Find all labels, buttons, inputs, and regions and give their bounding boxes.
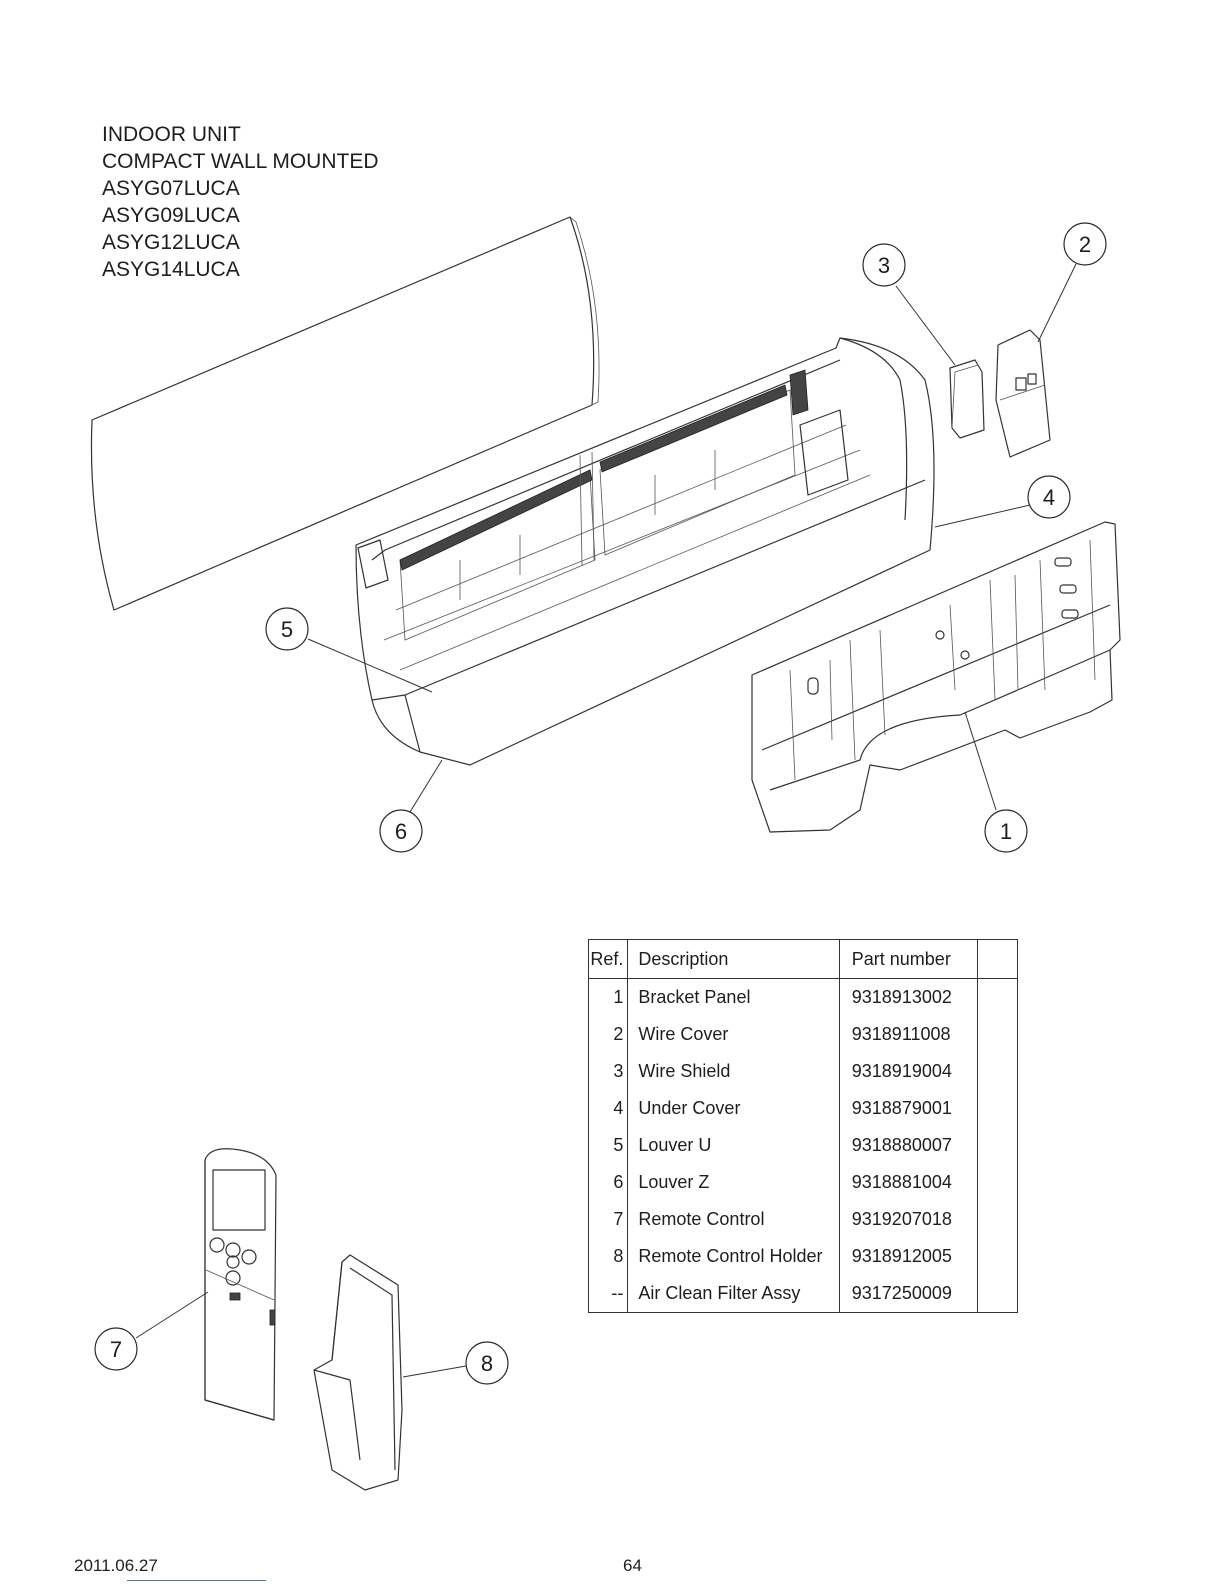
- cell-description: Remote Control Holder: [627, 1238, 840, 1275]
- cell-ref: --: [588, 1275, 629, 1313]
- header-extra: [977, 939, 1018, 979]
- header-description: Description: [627, 939, 840, 979]
- cell-ref: 6: [588, 1164, 629, 1201]
- callout-label: 7: [110, 1337, 122, 1362]
- header-part-number: Part number: [839, 939, 978, 979]
- title-line: ASYG09LUCA: [102, 204, 240, 227]
- cell-extra: [977, 1275, 1017, 1313]
- cell-part-number: 9318913002: [839, 978, 978, 1016]
- callout-label: 6: [395, 819, 407, 844]
- cell-extra: [977, 979, 1017, 1017]
- cell-ref: 7: [588, 1201, 629, 1238]
- cell-part-number: 9317250009: [839, 1275, 978, 1313]
- remote-control-drawing: [204, 1148, 277, 1421]
- leader-lines: [135, 263, 1077, 1378]
- cell-part-number: 9318911008: [839, 1016, 978, 1053]
- cell-description: Louver U: [627, 1127, 840, 1164]
- callout-label: 8: [481, 1351, 493, 1376]
- cell-description: Air Clean Filter Assy: [627, 1275, 840, 1313]
- indoor-unit-drawing: [355, 337, 935, 766]
- cell-description: Remote Control: [627, 1201, 840, 1238]
- cell-part-number: 9318919004: [839, 1053, 978, 1090]
- table-row: 8 Remote Control Holder 9318912005: [588, 1238, 1018, 1275]
- cell-extra: [977, 1127, 1017, 1164]
- table-row: -- Air Clean Filter Assy 9317250009: [588, 1275, 1018, 1313]
- parts-table: Ref. Description Part number 1 Bracket P…: [588, 939, 1018, 1313]
- title-line: COMPACT WALL MOUNTED: [102, 150, 379, 173]
- cell-extra: [977, 1164, 1017, 1201]
- cell-ref: 1: [588, 978, 629, 1016]
- callout-label: 5: [281, 617, 293, 642]
- callout-5: 5: [265, 607, 309, 651]
- table-header-row: Ref. Description Part number: [588, 939, 1018, 979]
- cell-description: Wire Shield: [627, 1053, 840, 1090]
- cell-extra: [977, 1238, 1017, 1275]
- cell-ref: 2: [588, 1016, 629, 1053]
- cell-description: Bracket Panel: [627, 978, 840, 1016]
- table-row: 3 Wire Shield 9318919004: [588, 1053, 1018, 1090]
- title-line: ASYG14LUCA: [102, 258, 240, 281]
- callout-label: 4: [1043, 485, 1055, 510]
- title-line: INDOOR UNIT: [102, 123, 241, 146]
- wire-shield-drawing: [949, 359, 985, 439]
- title-line: ASYG12LUCA: [102, 231, 240, 254]
- cell-extra: [977, 1201, 1017, 1238]
- callout-8: 8: [465, 1341, 509, 1385]
- cell-part-number: 9318912005: [839, 1238, 978, 1275]
- table-row: 7 Remote Control 9319207018: [588, 1201, 1018, 1238]
- page-number: 64: [623, 1556, 642, 1575]
- footer-date: 2011.06.27: [74, 1556, 158, 1575]
- table-row: 2 Wire Cover 9318911008: [588, 1016, 1018, 1053]
- footer-link-underline: [127, 1580, 266, 1581]
- cell-ref: 8: [588, 1238, 629, 1275]
- cell-part-number: 9318881004: [839, 1164, 978, 1201]
- cell-description: Wire Cover: [627, 1016, 840, 1053]
- bracket-panel-drawing: [751, 521, 1121, 833]
- title-line: ASYG07LUCA: [102, 177, 240, 200]
- header-ref: Ref.: [588, 939, 629, 979]
- front-panel-drawing: [90, 216, 600, 611]
- cell-extra: [977, 1016, 1017, 1053]
- callout-7: 7: [94, 1327, 138, 1371]
- callout-4: 4: [1027, 475, 1071, 519]
- cell-part-number: 9318879001: [839, 1090, 978, 1127]
- table-row: 4 Under Cover 9318879001: [588, 1090, 1018, 1127]
- callout-label: 3: [878, 253, 890, 278]
- title-block: INDOOR UNIT COMPACT WALL MOUNTED ASYG07L…: [102, 121, 379, 283]
- callout-2: 2: [1063, 222, 1107, 266]
- cell-part-number: 9319207018: [839, 1201, 978, 1238]
- callout-6: 6: [379, 809, 423, 853]
- cell-ref: 4: [588, 1090, 629, 1127]
- callout-3: 3: [862, 243, 906, 287]
- callout-label: 2: [1079, 232, 1091, 257]
- cell-description: Louver Z: [627, 1164, 840, 1201]
- table-row: 5 Louver U 9318880007: [588, 1127, 1018, 1164]
- cell-description: Under Cover: [627, 1090, 840, 1127]
- cell-extra: [977, 1053, 1017, 1090]
- table-row: 1 Bracket Panel 9318913002: [588, 978, 1018, 1017]
- callout-1: 1: [984, 809, 1028, 853]
- cell-ref: 3: [588, 1053, 629, 1090]
- remote-holder-drawing: [313, 1254, 403, 1491]
- table-row: 6 Louver Z 9318881004: [588, 1164, 1018, 1201]
- wire-cover-drawing: [995, 329, 1051, 458]
- cell-ref: 5: [588, 1127, 629, 1164]
- cell-extra: [977, 1090, 1017, 1127]
- callout-label: 1: [1000, 819, 1012, 844]
- cell-part-number: 9318880007: [839, 1127, 978, 1164]
